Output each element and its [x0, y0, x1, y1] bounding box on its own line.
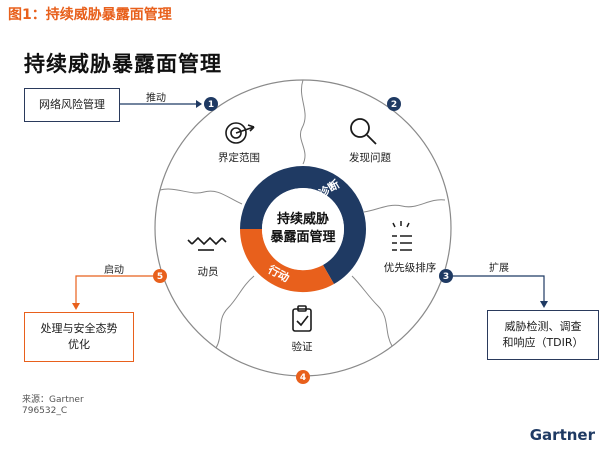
expand-label: 扩展: [489, 263, 509, 274]
source-note: 来源：Gartner: [22, 395, 84, 405]
stage-badge: [387, 97, 401, 111]
stage-badge: [204, 97, 218, 111]
risk-management-box: 网络风险管理: [24, 88, 120, 122]
push-label: 推动: [146, 93, 166, 104]
clipboard-check-icon: [292, 305, 312, 332]
tdir-line2: 和响应（TDIR）: [502, 336, 584, 349]
segment-divider: [215, 275, 255, 349]
stage-badge-number: 1: [208, 100, 214, 110]
stage-label-validate: 验证: [292, 340, 313, 353]
handshake-icon: [187, 236, 227, 251]
center-hub: [262, 188, 344, 270]
magnifier-icon: [350, 118, 377, 145]
priority-list-icon: [392, 221, 412, 251]
stage-badge: [153, 269, 167, 283]
segment-divider: [351, 275, 393, 347]
risk-management-label: 网络风险管理: [39, 98, 105, 111]
gartner-logo: Gartner: [529, 426, 595, 444]
stage-badge: [296, 370, 310, 384]
action-ring: [239, 229, 334, 293]
security-ops-line2: 优化: [68, 338, 90, 351]
start-arrowhead: [72, 303, 80, 310]
push-arrowhead: [196, 100, 202, 108]
expand-arrowhead: [540, 301, 548, 308]
stage-badge-number: 5: [157, 272, 163, 282]
tdir-line1: 威胁检测、调查: [504, 320, 582, 333]
segment-divider: [363, 199, 446, 213]
tdir-box: 威胁检测、调查 和响应（TDIR）: [487, 310, 599, 360]
center-title-line2: 暴露面管理: [269, 229, 335, 245]
security-ops-box: 处理与安全态势 优化: [24, 312, 134, 362]
diagnose-ring-right: [323, 229, 367, 284]
stage-label-scope: 界定范围: [218, 151, 260, 164]
stage-badge: [439, 269, 453, 283]
start-label: 启动: [104, 265, 124, 276]
security-ops-line1: 处理与安全态势: [40, 322, 118, 335]
stage-label-mobilize: 动员: [198, 266, 219, 278]
segment-divider: [159, 188, 243, 205]
segment-divider: [300, 79, 306, 165]
document-id: 796532_C: [22, 406, 68, 416]
stage-badge-number: 2: [391, 100, 397, 110]
center-title-line1: 持续威胁: [277, 211, 329, 227]
diagnose-ring-top: [240, 166, 366, 229]
stage-badge-number: 4: [300, 373, 306, 383]
stage-label-prioritize: 优先级排序: [384, 261, 437, 274]
stage-badge-number: 3: [443, 272, 449, 282]
start-arrow: [75, 275, 153, 304]
expand-arrow: [452, 275, 545, 302]
figure-caption: 图1：持续威胁暴露面管理: [8, 7, 172, 23]
stage-label-discover: 发现问题: [349, 151, 391, 164]
page-title: 持续威胁暴露面管理: [24, 52, 222, 76]
target-icon: [225, 122, 255, 144]
